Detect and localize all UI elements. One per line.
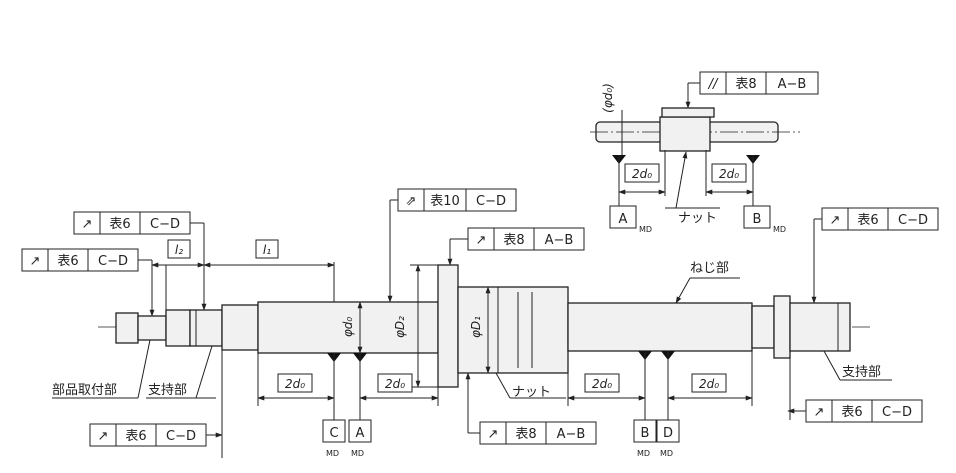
bottom-left-runout-symbol: ↗ — [98, 429, 109, 444]
right-bottom-datum: C−D — [882, 405, 912, 420]
right-bottom-runout-symbol: ↗ — [814, 405, 825, 420]
md-d: MD — [660, 449, 673, 458]
detail-md-a: MD — [639, 225, 652, 234]
upper-left-value: 表6 — [109, 217, 130, 232]
phi-d0-label: φd₀ — [341, 317, 355, 338]
md-b: MD — [637, 449, 650, 458]
parallelism-detail: 2d₀ 2d₀ (φd₀) A MD B MD ナット // 表8 A−B — [590, 71, 819, 234]
right-collar — [773, 295, 791, 359]
left-support-label: 支持部 — [148, 383, 187, 398]
mount-runout-symbol: ↗ — [30, 254, 41, 269]
mount-datum: C−D — [98, 254, 128, 269]
thread-section — [567, 302, 753, 352]
right-top-value: 表6 — [857, 213, 878, 228]
nut-flange — [437, 264, 459, 388]
flange-runout-symbol: ↗ — [476, 233, 487, 248]
phi-D2-label: φD₂ — [393, 316, 407, 338]
left-support-part — [189, 309, 223, 347]
left-step — [221, 304, 259, 351]
nut-bottom-value: 表8 — [515, 427, 536, 442]
frame-right-support-bottom: ↗ 表6 C−D — [787, 358, 923, 423]
total-runout-symbol: ⇗ — [406, 194, 417, 209]
nut-bottom-datum: A−B — [557, 427, 586, 442]
shaft-d0-section — [257, 301, 439, 354]
detail-datum-a: A — [619, 212, 628, 227]
md-c: MD — [326, 449, 339, 458]
two-d0-3: 2d₀ — [592, 377, 612, 391]
mount-nut-part — [165, 309, 191, 347]
right-bottom-value: 表6 — [841, 405, 862, 420]
two-d0-1: 2d₀ — [285, 377, 305, 391]
parallelism-symbol: // — [708, 77, 719, 92]
right-support-part — [789, 302, 851, 352]
detail-2d0-left: 2d₀ — [632, 167, 652, 181]
detail-2d0-right: 2d₀ — [719, 167, 739, 181]
frame-bottom-left: ↗ 表6 C−D — [89, 350, 223, 458]
frame-nut-bottom: ↗ 表8 A−B — [465, 372, 597, 445]
md-a: MD — [351, 449, 364, 458]
right-support-label: 支持部 — [842, 365, 881, 380]
right-step — [751, 305, 775, 349]
total-runout-value: 表10 — [430, 194, 460, 209]
flange-runout-datum: A−B — [545, 233, 574, 248]
right-top-runout-symbol: ↗ — [830, 213, 841, 228]
datum-c: C — [329, 426, 338, 441]
frame-upper-left: ↗ 表6 C−D — [73, 211, 207, 311]
detail-nut-flange — [661, 107, 715, 118]
leader-labels: ねじ部 ナット 支持部 部品取付部 支持部 — [52, 261, 892, 400]
mount-end-part — [115, 312, 139, 344]
total-runout-datum: C−D — [476, 194, 506, 209]
parallel-frame-value: 表8 — [735, 77, 756, 92]
flange-runout-value: 表8 — [503, 233, 524, 248]
phi-D1-label: φD₁ — [469, 316, 483, 338]
bottom-left-value: 表6 — [125, 429, 146, 444]
frame-total-runout: ⇗ 表10 C−D — [387, 188, 517, 303]
right-top-datum: C−D — [898, 213, 928, 228]
datum-d: D — [663, 426, 673, 441]
datum-a: A — [356, 426, 365, 441]
upper-left-datum: C−D — [150, 217, 180, 232]
datum-b: B — [641, 426, 650, 441]
main-dimensions: l₂ l₁ φd₀ φD₂ φD₁ 2d₀ 2d₀ — [151, 239, 753, 458]
nut-body — [457, 286, 569, 374]
detail-md-b: MD — [773, 225, 786, 234]
two-d0-4: 2d₀ — [699, 377, 719, 391]
l1-label: l₁ — [263, 243, 271, 257]
nut-bottom-runout-symbol: ↗ — [488, 427, 499, 442]
bottom-left-datum: C−D — [166, 429, 196, 444]
detail-paren-phi-d0: (φd₀) — [601, 83, 615, 113]
parallel-frame-datum: A−B — [778, 77, 807, 92]
detail-nut-body — [659, 116, 711, 152]
main-shaft — [98, 264, 870, 388]
frame-mount: ↗ 表6 C−D — [21, 248, 155, 317]
thread-label: ねじ部 — [690, 261, 729, 276]
frame-flange-runout: ↗ 表8 A−B — [447, 227, 585, 266]
frame-right-support-top: ↗ 表6 C−D — [811, 207, 939, 304]
nut-label: ナット — [512, 385, 551, 400]
mount-label: 部品取付部 — [52, 383, 117, 398]
detail-datum-b: B — [753, 212, 762, 227]
detail-nut-label: ナット — [678, 211, 717, 226]
l2-label: l₂ — [175, 243, 183, 257]
mount-value: 表6 — [57, 254, 78, 269]
upper-left-runout-symbol: ↗ — [82, 217, 93, 232]
two-d0-2: 2d₀ — [385, 377, 405, 391]
mount-end-neck — [137, 315, 167, 341]
